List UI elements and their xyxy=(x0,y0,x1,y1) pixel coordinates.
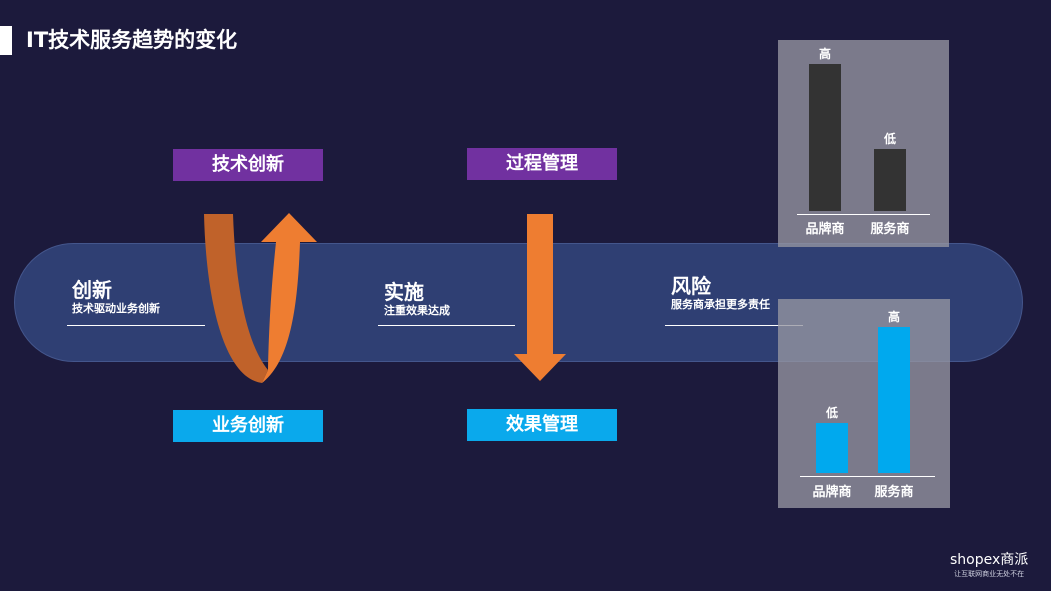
phase-underline xyxy=(67,325,205,326)
category-label: 服务商 xyxy=(870,222,910,237)
logo-brand: shopex商派 xyxy=(950,552,1029,568)
phase-underline xyxy=(665,325,803,326)
bar-data-label: 低 xyxy=(825,406,838,420)
phase-sub: 技术驱动业务创新 xyxy=(72,302,160,315)
chart-panel-top: 高品牌商 低服务商 xyxy=(778,40,949,247)
phase-implementation: 实施 注重效果达成 xyxy=(384,280,450,318)
cycle-arrow-front xyxy=(261,213,317,383)
logo-tagline: 让互联网商业无处不在 xyxy=(954,570,1025,578)
category-label: 品牌商 xyxy=(805,222,845,237)
process-management-label: 过程管理 xyxy=(467,148,617,180)
chart-panel-bottom: 低品牌商 高服务商 xyxy=(778,299,950,508)
phase-head: 风险 xyxy=(671,274,711,298)
title-accent-bar xyxy=(0,26,12,55)
chart-axis-line xyxy=(800,476,935,477)
shopex-logo: shopex商派 让互联网商业无处不在 xyxy=(950,552,1028,579)
chart-bar xyxy=(816,423,848,473)
cycle-arrow-back xyxy=(204,214,268,383)
chart-bar xyxy=(809,64,841,211)
tech-innovation-label: 技术创新 xyxy=(173,149,323,181)
category-label: 品牌商 xyxy=(812,485,852,500)
phase-head: 创新 xyxy=(72,278,112,302)
chart-axis-line xyxy=(797,214,930,215)
phase-risk: 风险 服务商承担更多责任 xyxy=(671,274,770,312)
bar-data-label: 高 xyxy=(818,47,831,61)
slide-title: IT技术服务趋势的变化 xyxy=(26,28,238,52)
chart-bar xyxy=(874,149,906,211)
phase-sub: 服务商承担更多责任 xyxy=(671,298,770,311)
phase-sub: 注重效果达成 xyxy=(384,304,450,317)
down-arrow xyxy=(514,214,566,381)
category-label: 服务商 xyxy=(874,485,914,500)
phase-head: 实施 xyxy=(384,280,424,304)
chart-bar xyxy=(878,327,910,473)
bar-data-label: 高 xyxy=(887,310,900,324)
phase-innovation: 创新 技术驱动业务创新 xyxy=(72,278,160,316)
bar-data-label: 低 xyxy=(883,132,896,146)
business-innovation-label: 业务创新 xyxy=(173,410,323,442)
result-management-label: 效果管理 xyxy=(467,409,617,441)
phase-underline xyxy=(378,325,515,326)
